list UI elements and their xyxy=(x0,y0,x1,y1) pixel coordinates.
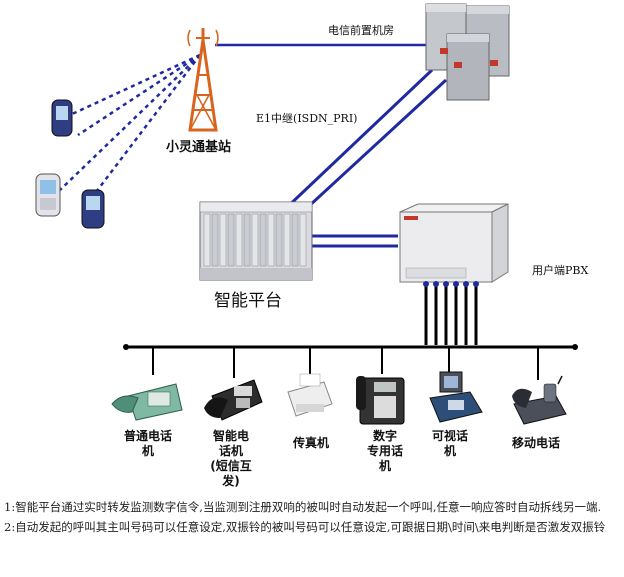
base-station-label: 小灵通基站 xyxy=(166,140,232,155)
pbx-unit-icon xyxy=(399,203,509,283)
chassis-slot xyxy=(251,213,259,267)
smart-phone-icon xyxy=(204,379,263,421)
chassis-slot xyxy=(299,213,307,267)
chassis-slot xyxy=(219,213,227,267)
digital-phone-icon xyxy=(356,376,405,425)
platform-to-pbx-lines xyxy=(310,234,398,248)
chassis-slot xyxy=(267,213,275,267)
footnotes: 1:智能平台通过实时转发监测数字信令,当监测到注册双响的被叫时自动发起一个呼叫,… xyxy=(4,499,620,539)
footnote-1: 1:智能平台通过实时转发监测数字信令,当监测到注册双响的被叫时自动发起一个呼叫,… xyxy=(4,500,602,514)
video-phone-icon xyxy=(429,371,483,423)
chassis-slot xyxy=(291,213,299,267)
chassis-slot xyxy=(283,213,291,267)
device-label-mobile-phone: 移动电话 xyxy=(511,436,560,450)
device-label-digital-phone: 数字 专用话 机 xyxy=(366,429,403,473)
chassis-slot xyxy=(211,213,219,267)
chassis-slot xyxy=(235,213,243,267)
user-pbx-label: 用户端PBX xyxy=(532,264,589,277)
bus-endpoints xyxy=(123,344,578,350)
chassis-slot xyxy=(203,213,211,267)
device-label-ordinary-phone: 普通电话 机 xyxy=(123,429,172,458)
telecom-servers-icon xyxy=(425,3,510,101)
smart-platform-label: 智能平台 xyxy=(214,291,282,311)
fax-machine-icon xyxy=(287,373,333,417)
chassis-slot xyxy=(275,213,283,267)
pbx-extension-lines xyxy=(424,282,478,345)
e1-trunk-lines xyxy=(280,68,448,220)
handset-3-icon xyxy=(81,189,105,229)
device-label-smart-phone: 智能电 话机 (短信互 发) xyxy=(210,429,252,488)
e1-trunk-label: E1中继(ISDN_PRI) xyxy=(256,112,358,125)
handset-1-icon xyxy=(51,99,73,137)
device-label-fax: 传真机 xyxy=(292,436,329,450)
ordinary-phone-icon xyxy=(111,383,183,421)
pbx-connectors xyxy=(423,281,479,287)
device-drops xyxy=(152,347,539,380)
smart-platform-chassis-icon xyxy=(199,201,313,281)
wireless-links xyxy=(59,53,201,201)
device-label-video-phone: 可视话 机 xyxy=(431,429,468,458)
base-station-tower-icon xyxy=(187,28,219,132)
footnote-2: 2:自动发起的呼叫其主叫号码可以任意设定,双振铃的被叫号码可以任意设定,可跟据日… xyxy=(4,520,606,534)
mobile-phone-icon xyxy=(512,375,567,425)
chassis-slot xyxy=(243,213,251,267)
chassis-slot xyxy=(259,213,267,267)
chassis-slot xyxy=(227,213,235,267)
handset-2-icon xyxy=(35,173,61,217)
telecom-room-label: 电信前置机房 xyxy=(328,24,394,37)
